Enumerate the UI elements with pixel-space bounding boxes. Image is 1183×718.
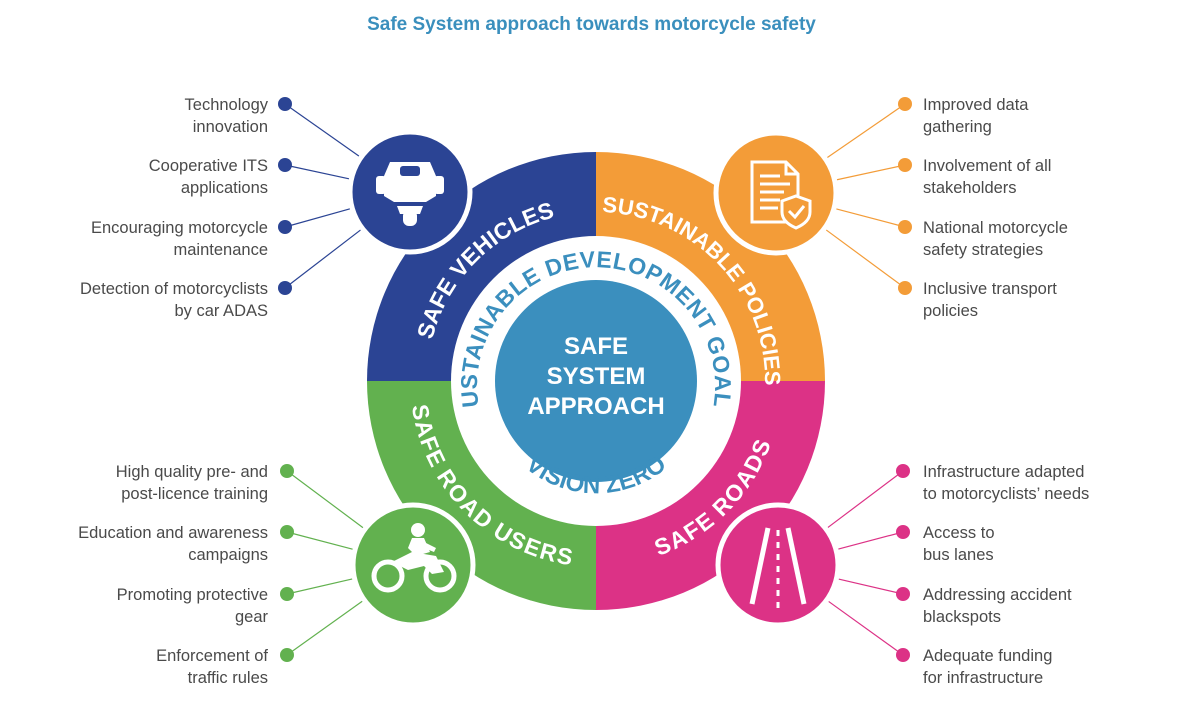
bullet-dot: [278, 158, 292, 172]
list-item: Detection of motorcyclists by car ADAS: [80, 280, 268, 320]
connector-line: [825, 470, 904, 530]
bullet-dot: [896, 648, 910, 662]
connector-line: [286, 577, 355, 595]
list-item: Inclusive transport policies: [923, 280, 1057, 320]
vehicles-connectors: [284, 103, 363, 289]
connector-line: [833, 207, 906, 228]
motorcyclist-icon: [350, 502, 476, 628]
list-item: Access to bus lanes: [923, 524, 995, 564]
policies-connectors: [823, 103, 906, 289]
list-item: Infrastructure adapted to motorcyclists’…: [923, 463, 1090, 503]
list-item: Enforcement of traffic rules: [156, 647, 268, 687]
bullet-dots: [278, 97, 912, 662]
list-item: Technology innovation: [184, 96, 268, 136]
connector-line: [836, 577, 904, 595]
center-line-2: SYSTEM: [547, 363, 646, 390]
center-circle: [495, 280, 697, 482]
connector-line: [834, 164, 906, 181]
connector-line: [286, 531, 356, 551]
bullet-dot: [280, 648, 294, 662]
connector-line: [284, 207, 353, 228]
bullet-dot: [280, 525, 294, 539]
list-item: High quality pre- and post-licence train…: [115, 463, 268, 503]
connector-line: [284, 164, 352, 180]
road-icon: [715, 502, 841, 628]
bullet-dot: [896, 464, 910, 478]
document-shield-icon: [713, 130, 839, 256]
list-item: Cooperative ITS applications: [148, 157, 268, 197]
connector-line: [835, 531, 904, 551]
motorcycle-front-icon: [347, 129, 473, 255]
list-item: Addressing accident blackspots: [923, 586, 1072, 626]
bullet-dot: [278, 220, 292, 234]
list-item: Education and awareness campaigns: [78, 524, 268, 564]
connector-line: [286, 470, 366, 530]
center-line-3: APPROACH: [527, 393, 664, 420]
diagram-title: Safe System approach towards motorcycle …: [367, 14, 816, 35]
bullet-dot: [278, 281, 292, 295]
center-line-1: SAFE: [564, 333, 628, 360]
bullet-dot: [278, 97, 292, 111]
list-item: Improved data gathering: [923, 96, 1029, 136]
roads-connectors: [825, 470, 904, 656]
list-item: Involvement of all stakeholders: [923, 157, 1052, 197]
bullet-dot: [280, 464, 294, 478]
bullet-dot: [898, 281, 912, 295]
connector-line: [286, 599, 365, 656]
bullet-dot: [280, 587, 294, 601]
bullet-dot: [896, 587, 910, 601]
list-item: Encouraging motorcycle maintenance: [90, 219, 268, 259]
list-item: Promoting protective gear: [116, 586, 268, 626]
connector-line: [825, 103, 906, 160]
bullet-dot: [898, 97, 912, 111]
list-item: National motorcycle safety strategies: [923, 219, 1068, 259]
connector-line: [284, 103, 362, 158]
connector-line: [826, 599, 904, 656]
connector-line: [823, 228, 906, 289]
bullet-dot: [898, 158, 912, 172]
bullet-dot: [898, 220, 912, 234]
road-users-connectors: [286, 470, 366, 656]
bullet-dot: [896, 525, 910, 539]
connector-line: [284, 228, 363, 289]
list-item: Adequate funding for infrastructure: [923, 647, 1053, 687]
